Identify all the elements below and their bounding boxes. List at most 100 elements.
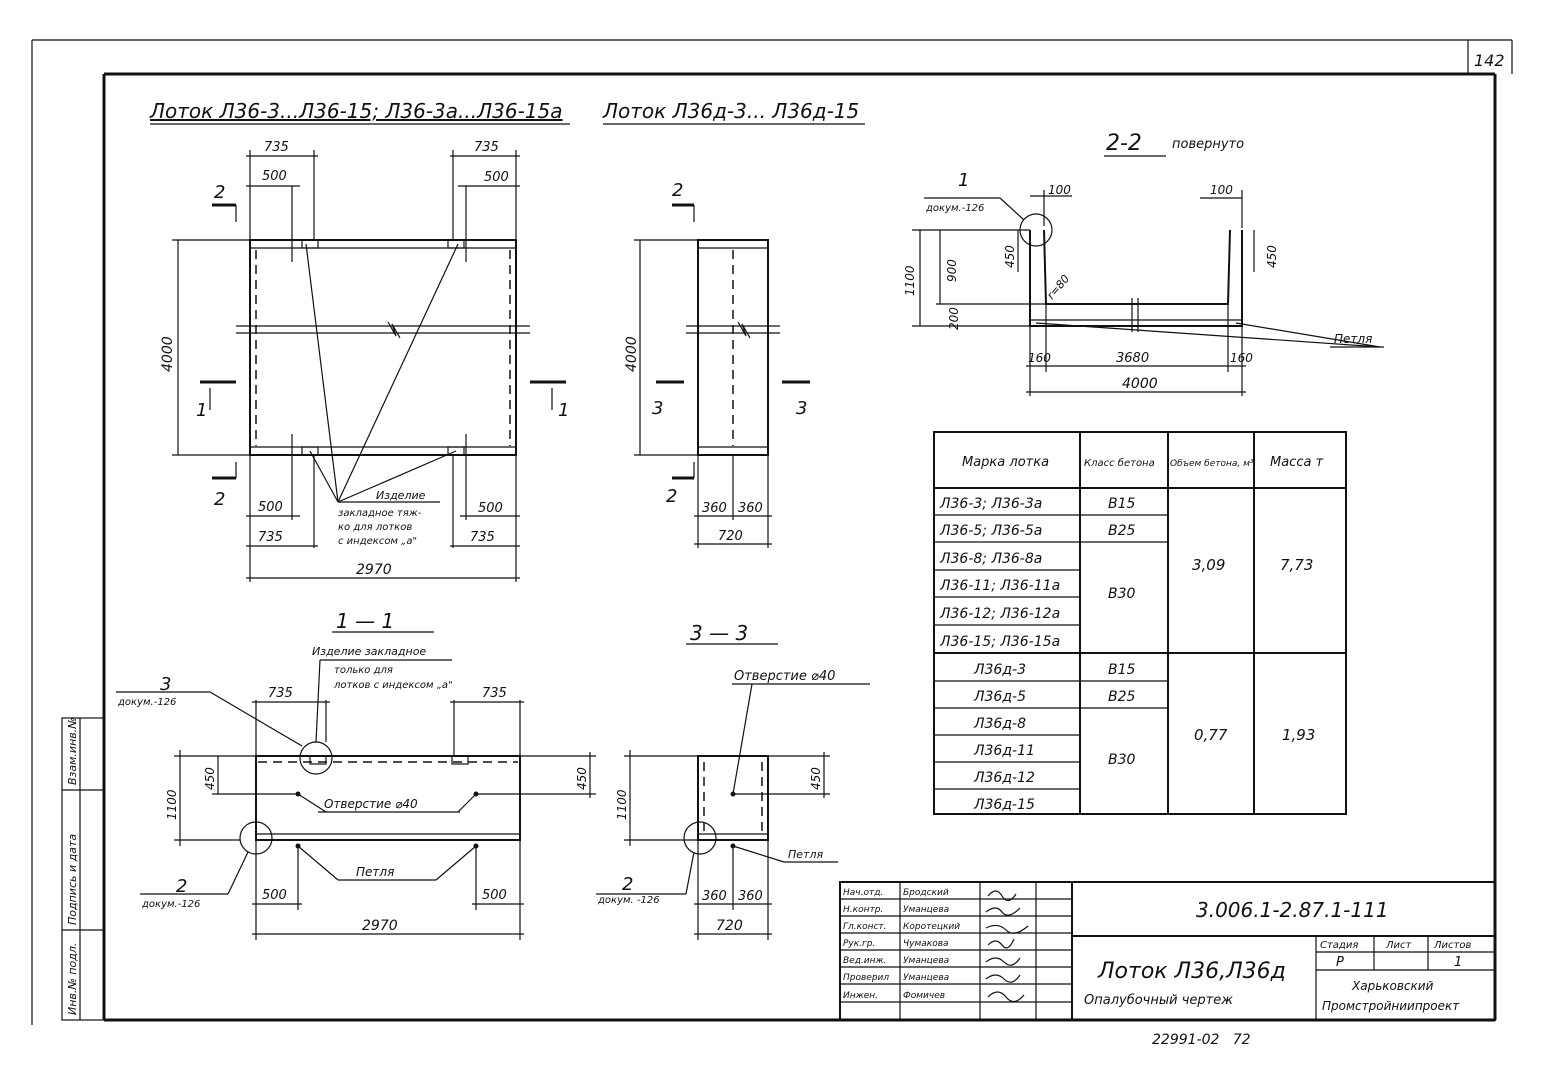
left-plan-dim-500-top-r: 500	[484, 170, 509, 185]
table-row-mark: Л36д-11	[973, 743, 1035, 759]
section-11-callout3-num: 3	[160, 674, 171, 695]
section-11-note-1: Изделие закладное	[312, 645, 426, 658]
table-class-b30-group2: В30	[1108, 752, 1136, 768]
section-22-dim-1100: 1100	[903, 265, 917, 296]
title-block-role: Нач.отд.	[843, 888, 883, 898]
section-22-dim-160-l: 160	[1028, 351, 1051, 365]
title-block-name: Уманцева	[903, 973, 949, 983]
section-22-note: повернуто	[1172, 137, 1244, 152]
table-header-class: Класс бетона	[1084, 457, 1155, 469]
left-plan-dim-500-bot-l: 500	[258, 500, 283, 515]
left-plan-dim-735-bot-r: 735	[470, 530, 495, 545]
section-22-dim-100-r: 100	[1210, 183, 1233, 197]
section-11-dim-450-r: 450	[575, 767, 589, 790]
section-22-dim-450-r: 450	[1265, 245, 1279, 268]
title-block-role: Инжен.	[843, 991, 878, 1001]
section-11-dim-735-l: 735	[268, 686, 293, 701]
table-row-class: В15	[1108, 662, 1136, 678]
table-row-mark: Л36д-8	[973, 716, 1026, 732]
table-row-mark: Л36д-12	[973, 770, 1035, 786]
table-row-mark: Л36д-3	[973, 662, 1026, 678]
table-volume-group2: 0,77	[1194, 726, 1228, 744]
left-plan-note-1: Изделие	[376, 489, 426, 502]
title-block-name: Бродский	[903, 888, 949, 898]
table-row-mark: Л36-15; Л36-15а	[939, 634, 1060, 650]
mid-plan-view: 4000 2 3 3 2 360 360 720	[624, 180, 810, 548]
section-22-dim-3680: 3680	[1116, 351, 1149, 366]
table-row-class: В25	[1108, 689, 1136, 705]
table-mass-group1: 7,73	[1280, 556, 1313, 574]
left-plan-view: 735 735 500 500 4000 2 1 1 2 500 50	[160, 140, 569, 582]
table-row-mark: Л36-5; Л36-5а	[939, 523, 1042, 539]
section-11-hole: Отверстие ⌀40	[324, 797, 418, 811]
title-block-sheet-header: Лист	[1385, 940, 1413, 951]
left-plan-dim-735-top-l: 735	[264, 140, 289, 155]
left-plan-mark-1-left: 1	[196, 400, 207, 421]
table-mass-group2: 1,93	[1282, 726, 1315, 744]
side-stamp: Инв.№ подл. Подпись и дата Взам.инв.№	[61, 717, 105, 1021]
title-block-doc-code: 3.006.1-2.87.1-111	[1196, 898, 1389, 922]
title-left-plan: Лоток Л36-3...Л36-15; Л36-3а...Л36-15а	[149, 99, 563, 123]
section-11-dim-2970: 2970	[362, 918, 398, 934]
section-33-callout2-num: 2	[622, 874, 633, 895]
table-row-class: В15	[1108, 496, 1136, 512]
left-plan-note-3: ко для лотков	[338, 522, 412, 533]
section-11-dim-735-r: 735	[482, 686, 507, 701]
section-11-note-3: лотков с индексом „а"	[333, 680, 453, 691]
section-33-dim-1100: 1100	[615, 789, 629, 820]
title-block-title-2: Опалубочный чертеж	[1084, 993, 1233, 1008]
title-block-role: Проверил	[843, 973, 889, 983]
title-block-org-1: Харьковский	[1351, 979, 1434, 993]
section-11-dim-1100: 1100	[165, 789, 179, 820]
section-11-dim-450-l: 450	[203, 767, 217, 790]
mid-plan-dim-4000: 4000	[624, 336, 640, 372]
title-block-stage: Р	[1336, 955, 1344, 970]
left-plan-mark-2-top: 2	[214, 182, 225, 203]
title-block-sheets-header: Листов	[1433, 940, 1471, 951]
footer-code: 22991-02 72	[1152, 1032, 1251, 1048]
section-22-dim-160-r: 160	[1230, 351, 1253, 365]
section-33-dim-720: 720	[716, 918, 743, 934]
section-33-dim-450: 450	[809, 767, 823, 790]
title-block-role: Рук.гр.	[843, 939, 875, 949]
section-22-r80: r=80	[1044, 272, 1072, 302]
title-block-name: Чумакова	[903, 939, 949, 949]
section-3-3: 3 — 3 Отверстие ⌀40 Петля 2 докум. -126 …	[596, 621, 870, 940]
left-plan-dim-500-bot-r: 500	[478, 501, 503, 516]
table-row-mark: Л36д-5	[973, 689, 1026, 705]
sheet-number: 142	[1474, 51, 1505, 70]
table-row-mark: Л36-12; Л36-12а	[939, 606, 1060, 622]
section-33-hole: Отверстие ⌀40	[734, 669, 835, 684]
left-plan-mark-2-bottom: 2	[214, 489, 225, 510]
mid-plan-dim-360-l: 360	[702, 501, 727, 516]
section-22-callout-num: 1	[958, 170, 969, 191]
section-22-dim-450-l: 450	[1003, 245, 1017, 268]
section-22-dim-100-l: 100	[1048, 183, 1071, 197]
section-22-loop: Петля	[1334, 332, 1372, 346]
section-11-title: 1 — 1	[336, 609, 394, 633]
section-33-dim-360-l: 360	[702, 889, 727, 904]
side-stamp-inv: Инв.№ подл.	[66, 943, 79, 1015]
title-block-title-1: Лоток Л36,Л36д	[1097, 959, 1286, 984]
left-plan-note-4: с индексом „а"	[338, 536, 417, 547]
title-block-sheets: 1	[1454, 955, 1462, 970]
section-22-title: 2-2	[1106, 131, 1142, 156]
section-22-dim-200: 200	[947, 307, 961, 330]
table-volume-group1: 3,09	[1192, 556, 1225, 574]
title-block-stage-header: Стадия	[1320, 940, 1358, 951]
left-plan-note-2: закладное тяж-	[338, 508, 422, 519]
title-block-name: Уманцева	[903, 905, 949, 915]
title-block-name: Коротецкий	[903, 922, 960, 932]
section-33-dim-360-r: 360	[738, 889, 763, 904]
section-33-loop: Петля	[788, 848, 823, 861]
mid-plan-mark-2-bottom: 2	[666, 486, 677, 507]
title-block-name: Фомичев	[903, 991, 945, 1001]
title-block-role: Вед.инж.	[843, 956, 887, 966]
section-1-1: 1 — 1 Изделие закладное только для лотко…	[116, 609, 596, 940]
spec-table: Марка лотка Класс бетона Объем бетона, м…	[933, 431, 1347, 815]
side-stamp-replace: Взам.инв.№	[66, 717, 79, 785]
table-row-mark: Л36д-15	[973, 797, 1035, 813]
mid-plan-mark-3-right: 3	[796, 398, 807, 419]
section-11-callout2-num: 2	[176, 876, 187, 897]
